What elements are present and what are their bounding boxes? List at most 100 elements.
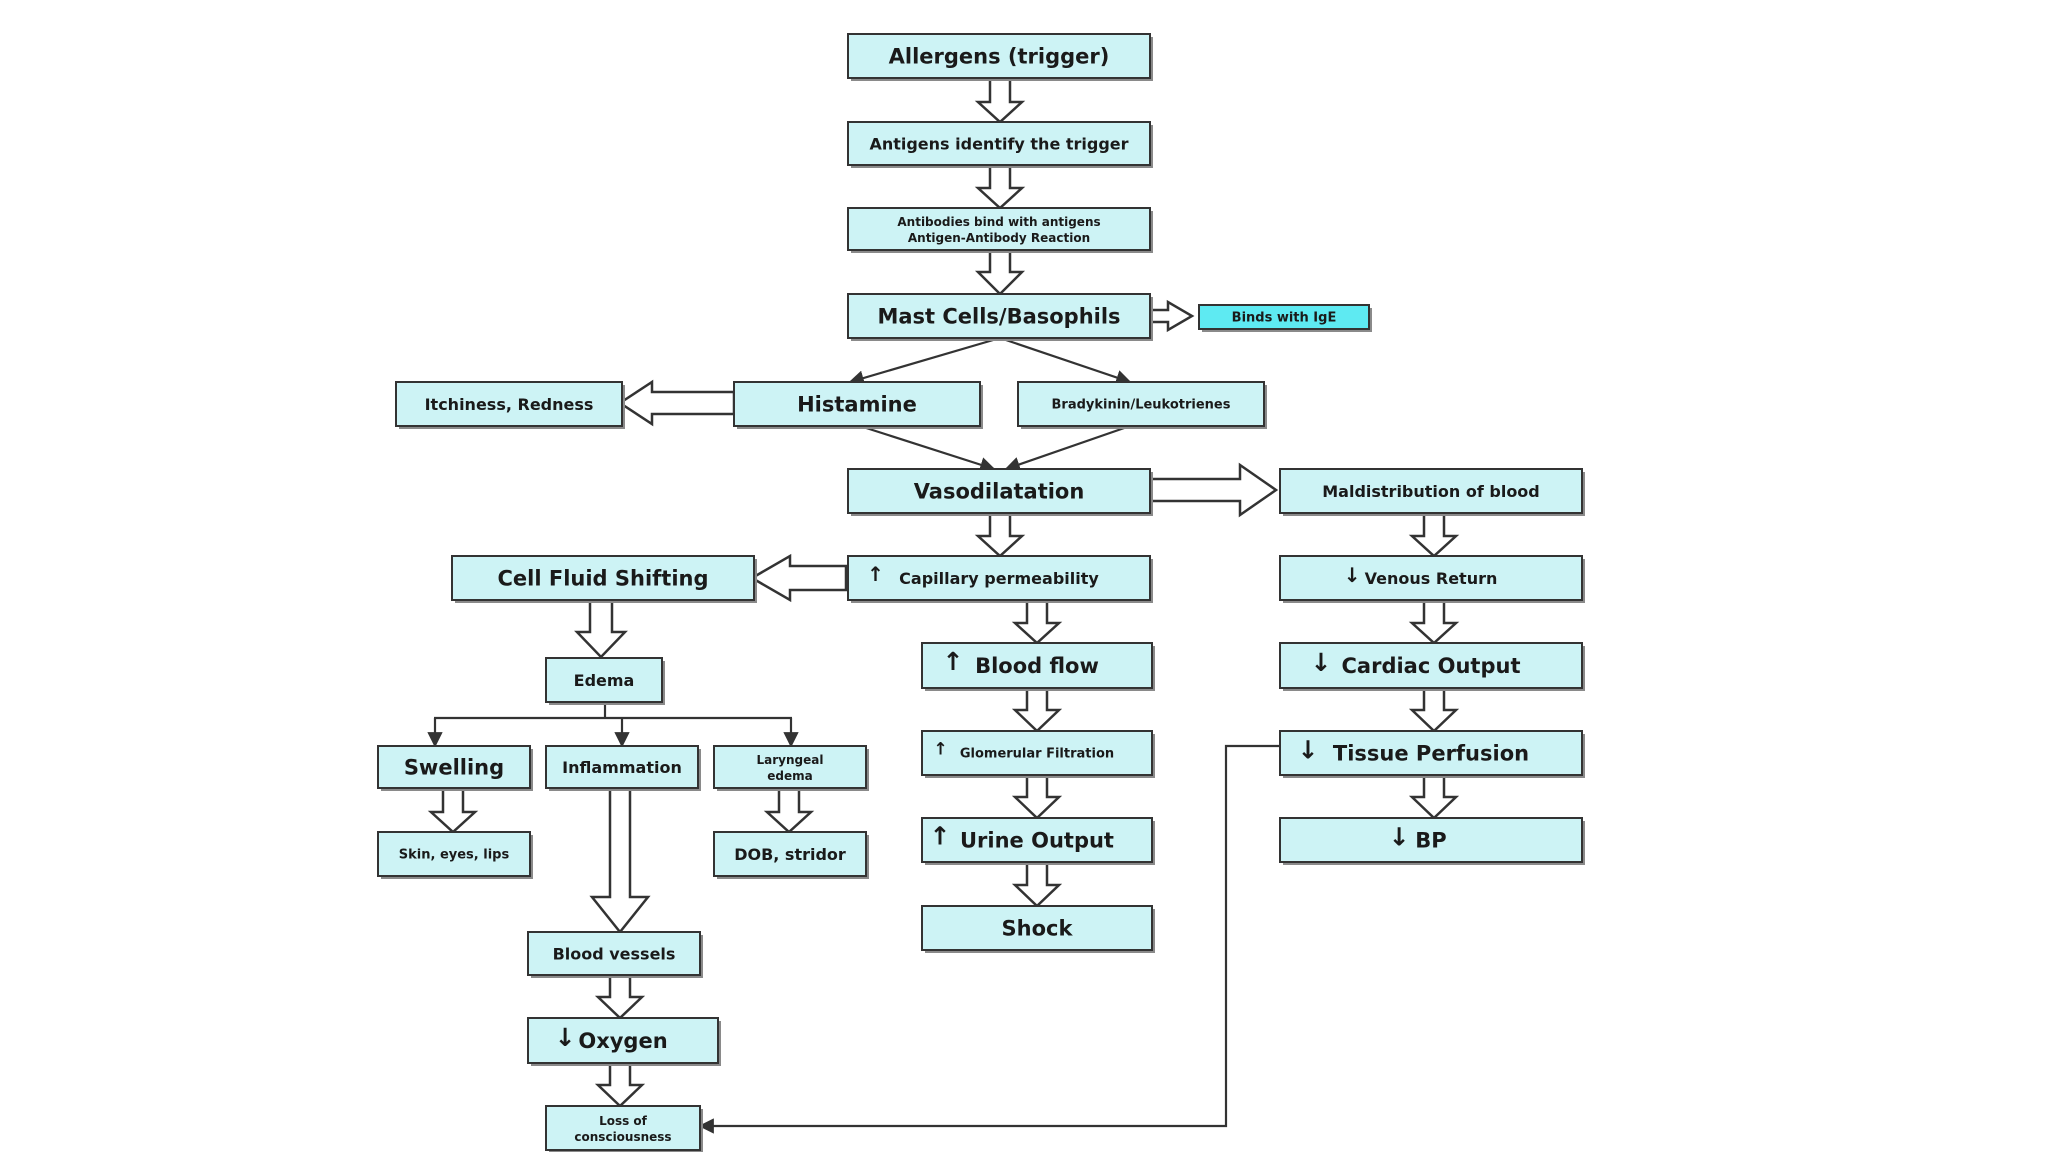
- node-dob: DOB, stridor: [713, 831, 869, 879]
- block-arrow-capillary-cellfluid: [749, 553, 848, 603]
- block-arrow-cellfluid-edema: [574, 598, 628, 659]
- node-box: [713, 831, 867, 877]
- node-label: Blood vessels: [553, 944, 676, 963]
- node-box: [1279, 642, 1583, 689]
- node-label: Itchiness, Redness: [425, 395, 594, 414]
- node-label: Edema: [574, 671, 635, 690]
- node-label: Swelling: [404, 756, 504, 780]
- node-box: [733, 381, 981, 427]
- node-label: Tissue Perfusion: [1333, 742, 1529, 766]
- node-allergens: Allergens (trigger): [847, 33, 1153, 81]
- node-antigens: Antigens identify the trigger: [847, 121, 1153, 168]
- node-binds-ige: Binds with IgE: [1198, 304, 1372, 332]
- block-arrow-swelling-skin: [427, 786, 479, 834]
- node-swelling: Swelling: [377, 745, 533, 791]
- decrease-arrow-icon: ↓: [1297, 736, 1318, 765]
- node-itchiness: Itchiness, Redness: [395, 381, 625, 429]
- line-connectors: [427, 336, 1280, 1134]
- block-arrow-cardiac-tissue: [1408, 686, 1460, 733]
- decrease-arrow-icon: ↓: [1389, 823, 1410, 852]
- node-label-line2: edema: [767, 769, 812, 783]
- node-label: Capillary permeability: [899, 569, 1099, 588]
- node-box: [1017, 381, 1265, 427]
- node-label: Mast Cells/Basophils: [877, 305, 1120, 329]
- node-skin: Skin, eyes, lips: [377, 831, 533, 879]
- increase-arrow-icon: ↑: [930, 822, 951, 851]
- node-box: [545, 657, 663, 703]
- increase-arrow-icon: ↑: [867, 562, 884, 586]
- block-arrow-laryngeal-dob: [763, 786, 815, 834]
- node-antibodies: Antibodies bind with antigensAntigen-Ant…: [847, 207, 1153, 253]
- node-label: Binds with IgE: [1232, 311, 1337, 326]
- node-box: [377, 745, 531, 789]
- node-label: Cardiac Output: [1342, 654, 1521, 678]
- flowchart-nodes: Allergens (trigger) Antigens identify the…: [377, 33, 1585, 1152]
- node-box: [1279, 817, 1583, 863]
- node-label: Vasodilatation: [914, 480, 1085, 504]
- block-arrow-venous-cardiac: [1408, 598, 1460, 645]
- block-arrow-capillary-bloodflow: [1011, 598, 1063, 645]
- node-box: [921, 905, 1153, 951]
- node-box: [847, 207, 1151, 251]
- node-box: [1279, 730, 1583, 776]
- node-box: [1198, 304, 1370, 330]
- node-bradykinin: Bradykinin/Leukotrienes: [1017, 381, 1267, 429]
- node-label: Glomerular Filtration: [960, 747, 1114, 762]
- node-histamine: Histamine: [733, 381, 983, 429]
- node-mast-cells: Mast Cells/Basophils: [847, 293, 1153, 341]
- node-box: [847, 33, 1151, 79]
- node-label: BP: [1415, 829, 1446, 853]
- node-label: DOB, stridor: [734, 845, 846, 864]
- block-arrow-maldist-venous: [1408, 511, 1460, 558]
- node-label: Histamine: [797, 393, 917, 417]
- node-box: [527, 1017, 719, 1064]
- node-label: Skin, eyes, lips: [399, 848, 510, 863]
- block-arrow-tissue-bp: [1408, 773, 1460, 820]
- increase-arrow-icon: ↑: [943, 647, 964, 676]
- node-box: [545, 1105, 701, 1151]
- line-mast-bradykinin: [999, 336, 1132, 385]
- decrease-arrow-icon: ↓: [1344, 563, 1361, 587]
- node-blood-vessels: Blood vessels: [527, 931, 703, 978]
- node-vasodilatation: Vasodilatation: [847, 468, 1153, 516]
- node-label-line2: Antigen-Antibody Reaction: [908, 231, 1090, 245]
- node-label-line1: Loss of: [599, 1114, 648, 1128]
- node-box: [377, 831, 531, 877]
- node-label: Antigens identify the trigger: [869, 134, 1128, 153]
- node-maldistribution: Maldistribution of blood: [1279, 468, 1585, 516]
- node-label: Shock: [1002, 917, 1074, 941]
- node-tissue-perfusion: Tissue Perfusion ↓: [1279, 730, 1585, 778]
- node-label: Venous Return: [1365, 569, 1498, 588]
- node-box: [847, 121, 1151, 166]
- node-label-line1: Laryngeal: [757, 753, 824, 767]
- block-arrow-allergens-antigens: [974, 76, 1026, 124]
- node-shock: Shock: [921, 905, 1155, 953]
- node-label: Inflammation: [562, 758, 682, 777]
- block-arrow-antigens-antibodies: [974, 163, 1026, 210]
- node-box: [921, 817, 1153, 863]
- node-box: [847, 293, 1151, 339]
- increase-arrow-icon: ↑: [934, 740, 948, 760]
- node-box: [527, 931, 701, 976]
- node-label: Maldistribution of blood: [1322, 482, 1540, 501]
- node-label: Bradykinin/Leukotrienes: [1052, 398, 1231, 413]
- block-arrow-urine-shock: [1011, 860, 1063, 908]
- node-box: [395, 381, 623, 427]
- node-capillary: Capillary permeability ↑: [847, 555, 1153, 603]
- node-box: [451, 555, 755, 601]
- node-edema: Edema: [545, 657, 665, 705]
- line-bradykinin-vaso: [1004, 424, 1131, 472]
- node-box: [1279, 555, 1583, 601]
- block-arrow-vaso-capillary: [974, 511, 1026, 558]
- node-bp: BP↓: [1279, 817, 1585, 865]
- node-box: [713, 745, 867, 789]
- block-arrow-vaso-maldist: [1142, 462, 1279, 518]
- line-tissue-consciousness: [698, 744, 1280, 1134]
- node-box: [921, 730, 1153, 776]
- node-box: [921, 642, 1153, 689]
- decrease-arrow-icon: ↓: [1310, 648, 1331, 677]
- node-box: [847, 468, 1151, 514]
- block-arrow-vessels-oxygen: [594, 973, 646, 1020]
